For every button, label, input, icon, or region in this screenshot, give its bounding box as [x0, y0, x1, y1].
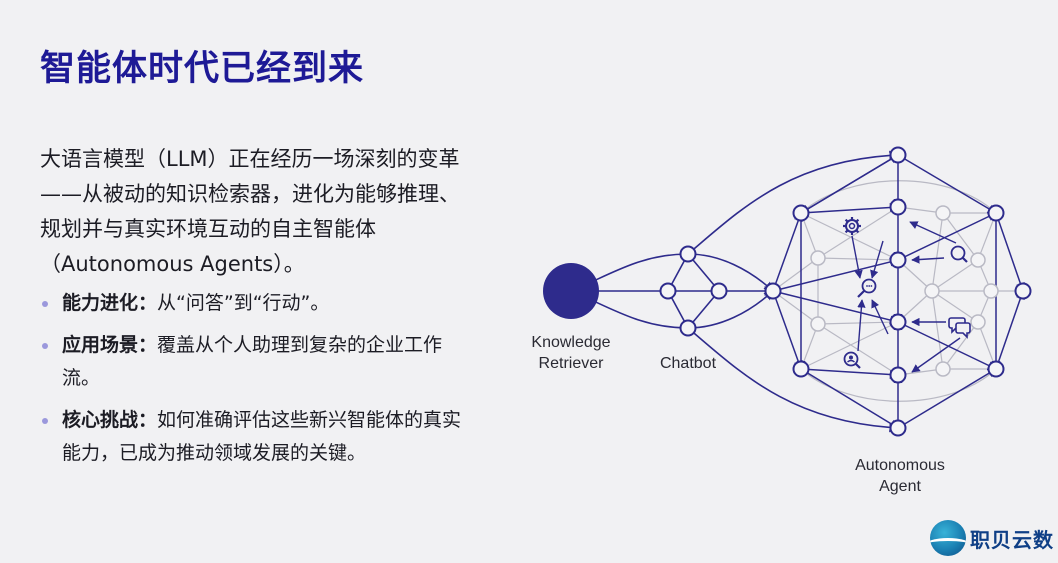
faint-node: [970, 252, 986, 268]
edge-I3-BR: [897, 321, 997, 370]
curve-c1-L: [687, 253, 774, 292]
stage-label-autonomous-agent-line1: Autonomous: [855, 457, 945, 474]
faint-node: [983, 283, 999, 299]
edge-BR-R: [995, 290, 1025, 370]
faint-node: [924, 283, 940, 299]
edge-BL-I4: [800, 368, 899, 379]
search-chat-icon: [857, 278, 877, 298]
bullet-label: 核心挑战：: [62, 409, 158, 431]
edge-f5-f8: [931, 290, 979, 323]
logo-text: 职贝云数: [970, 527, 1054, 552]
curve-c4-B: [687, 327, 899, 433]
edge-L-TL: [772, 212, 803, 292]
curve-TL-TR: [800, 180, 997, 214]
icon-connector-edge: [911, 337, 961, 373]
bullet-list: 能力进化：从“问答”到“行动”。 应用场景：覆盖从个人助理到复杂的企业工作流。 …: [40, 287, 480, 479]
gear-icon: [843, 217, 861, 235]
curve-c1-T: [687, 150, 899, 255]
bullet-dot: [42, 418, 48, 424]
network-node: [679, 319, 697, 337]
icon-connector-edge: [871, 299, 889, 335]
intro-paragraph: 大语言模型（LLM）正在经历一场深刻的变革——从被动的知识检索器，进化为能够推理…: [40, 147, 460, 276]
brand-logo: 职贝云数: [930, 520, 1054, 556]
edge-L-BL: [772, 290, 803, 370]
stage-label-knowledge-retriever-line2: Retriever: [539, 355, 605, 372]
bullet-dot: [42, 343, 48, 349]
edge-TL-I1: [800, 203, 899, 214]
edge-L-I2: [772, 257, 899, 292]
chat-icon: [948, 317, 971, 339]
stage-label-chatbot: Chatbot: [660, 355, 717, 372]
faint-node: [810, 250, 826, 266]
bullet-item-challenge: 核心挑战：如何准确评估这些新兴智能体的真实能力，已成为推动领域发展的关键。: [40, 404, 480, 470]
network-node: [710, 282, 728, 300]
bullet-text: 如何准确评估这些新兴智能体的真实能力，已成为推动领域发展的关键。: [62, 409, 462, 464]
logo-mark-icon: [930, 520, 966, 556]
faint-node: [935, 205, 951, 221]
network-node: [1014, 282, 1032, 300]
edge-f4-f8: [942, 321, 979, 370]
bullet-label: 应用场景：: [62, 334, 158, 356]
edge-BL-B: [800, 368, 899, 429]
network-node: [764, 282, 782, 300]
edge-I2-TR: [897, 212, 997, 261]
icon-connector-edge: [870, 240, 884, 279]
edge-TL-I2: [800, 212, 899, 261]
bullet-label: 能力进化：: [62, 292, 158, 314]
icon-connector-edge: [911, 255, 945, 264]
network-node: [987, 204, 1005, 222]
edge-T-TR: [897, 154, 997, 214]
faint-node: [810, 316, 826, 332]
edge-L-I3: [772, 290, 899, 325]
network-node: [679, 245, 697, 263]
edge-L-f1: [772, 257, 819, 292]
network-node: [889, 146, 907, 164]
people-search-icon: [950, 245, 968, 263]
node-layer: [659, 146, 1032, 437]
curve-c4-L: [687, 290, 774, 329]
bullet-text: 从“问答”到“行动”。: [157, 292, 330, 314]
network-node: [889, 419, 907, 437]
network-node: [889, 251, 907, 269]
stage-label-knowledge-retriever-line1: Knowledge: [531, 334, 610, 351]
edge-BL-I3: [800, 321, 899, 370]
search-user-icon: [843, 351, 861, 369]
network-node: [889, 366, 907, 384]
edge-f2-I3: [817, 319, 899, 326]
edge-f3-f7: [942, 212, 979, 261]
edge-f3-f5: [929, 212, 944, 292]
bullet-item-scenarios: 应用场景：覆盖从个人助理到复杂的企业工作流。: [40, 329, 480, 395]
bullet-item-capability: 能力进化：从“问答”到“行动”。: [40, 287, 480, 320]
edge-TR-R: [995, 212, 1025, 292]
icon-connector-edge: [909, 221, 957, 244]
network-node: [889, 313, 907, 331]
network-node: [659, 282, 677, 300]
network-node: [987, 360, 1005, 378]
faint-node: [935, 361, 951, 377]
faint-node: [970, 314, 986, 330]
icon-connector-edge: [851, 235, 863, 279]
stage-label-autonomous-agent-line2: Agent: [879, 478, 921, 495]
network-node: [792, 360, 810, 378]
edge-f4-f5: [929, 290, 944, 370]
page-title: 智能体时代已经到来: [40, 49, 365, 89]
edge-T-TL: [800, 154, 899, 214]
icon-connector-edge: [857, 299, 866, 352]
bullet-dot: [42, 301, 48, 307]
knowledge-retriever-node: [543, 263, 599, 319]
edge-f1-I2: [817, 256, 899, 263]
primary-edge-layer: [570, 150, 1025, 433]
edge-L-f2: [772, 290, 819, 325]
curve-BL-BR: [800, 368, 997, 402]
bullet-text: 覆盖从个人助理到复杂的企业工作流。: [62, 334, 443, 389]
network-node: [792, 204, 810, 222]
network-node: [889, 198, 907, 216]
edge-f5-f7: [931, 259, 979, 292]
edge-B-BR: [897, 368, 997, 429]
